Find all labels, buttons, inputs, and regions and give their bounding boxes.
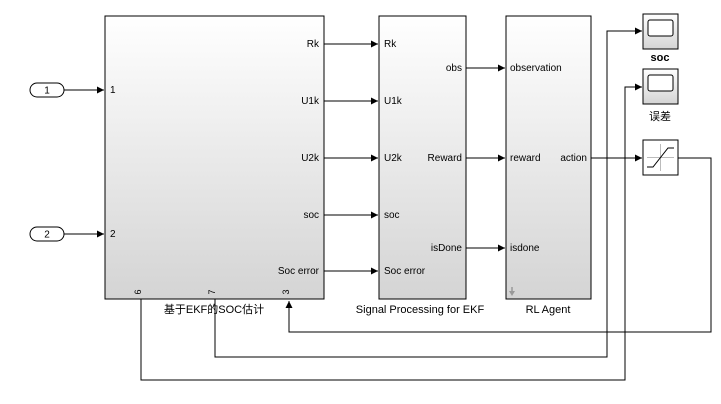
scope-screen-icon: [647, 74, 674, 92]
sp-in-port-soc-error: Soc error: [384, 266, 426, 277]
ekf-bottom-port-3: 3: [281, 289, 291, 294]
ekf-in-port-1: 1: [110, 85, 116, 96]
inport-1-block[interactable]: 1: [29, 82, 65, 98]
rl-in-port-observation: observation: [510, 63, 562, 74]
rl-in-port-reward: reward: [510, 153, 541, 164]
signal-processing-subsystem[interactable]: Rk U1k U2k soc Soc error obs Reward isDo…: [378, 15, 467, 300]
ekf-out-port-u1k: U1k: [301, 96, 320, 107]
sp-out-port-isdone: isDone: [431, 243, 463, 254]
rl-agent-block[interactable]: observation reward isdone action: [505, 15, 592, 300]
sp-in-port-soc: soc: [384, 210, 400, 221]
scope-soc-block[interactable]: [642, 13, 679, 50]
saturation-block[interactable]: [642, 139, 679, 176]
download-arrow-icon: [509, 287, 515, 296]
ekf-block-name: 基于EKF的SOC估计: [164, 302, 264, 316]
signal-processing-block-name: Signal Processing for EKF: [356, 304, 485, 316]
ekf-out-port-rk: Rk: [307, 39, 320, 50]
sp-out-port-obs: obs: [446, 63, 462, 74]
rl-out-port-action: action: [560, 153, 587, 164]
scope-error-block[interactable]: [642, 68, 679, 105]
saturation-icon: [647, 144, 674, 171]
sp-out-port-reward: Reward: [428, 153, 462, 164]
rl-in-port-isdone: isdone: [510, 243, 540, 254]
ekf-out-port-soc-error: Soc error: [278, 266, 320, 277]
rl-agent-block-name: RL Agent: [526, 304, 571, 316]
signal-wires: [64, 27, 712, 381]
inport-2-block[interactable]: 2: [29, 226, 65, 242]
ekf-out-port-u2k: U2k: [301, 153, 320, 164]
ekf-soc-subsystem[interactable]: 1 2 Rk U1k U2k soc Soc error 6 7 3: [104, 15, 325, 300]
sp-in-port-u2k: U2k: [384, 153, 403, 164]
sp-in-port-rk: Rk: [384, 39, 397, 50]
scope-soc-name: soc: [651, 52, 670, 64]
ekf-bottom-port-6: 6: [133, 289, 143, 294]
ekf-bottom-port-7: 7: [207, 289, 217, 294]
sp-in-port-u1k: U1k: [384, 96, 403, 107]
ekf-out-port-soc: soc: [303, 210, 319, 221]
scope-error-name: 误差: [649, 109, 671, 123]
inport-1-number: 1: [44, 86, 50, 97]
ekf-in-port-2: 2: [110, 229, 116, 240]
inport-2-number: 2: [44, 230, 50, 241]
scope-screen-icon: [647, 19, 674, 37]
